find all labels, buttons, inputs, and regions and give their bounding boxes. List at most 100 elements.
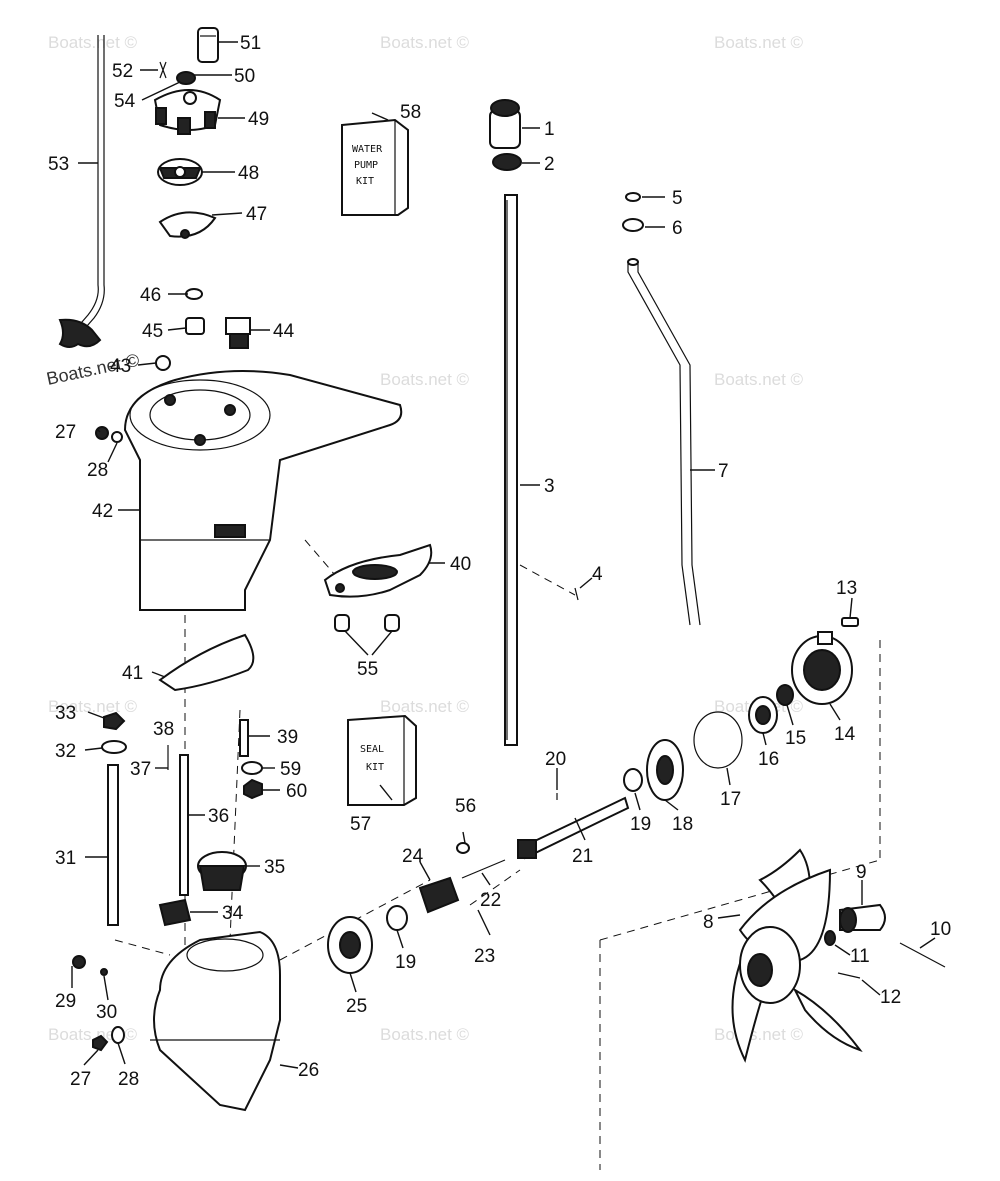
- callout-32: 32: [55, 741, 76, 762]
- callout-27: 27: [70, 1069, 91, 1090]
- callout-20: 20: [545, 749, 566, 770]
- kit-label-line: WATER: [352, 144, 383, 155]
- callout-35: 35: [264, 857, 285, 878]
- water-pump-kit-58: WATER PUMP KIT: [341, 118, 409, 216]
- callout-58: 58: [400, 102, 421, 123]
- callout-numbers: 51 52 50 54 49 48 47 46 45 44 43 53 27 2…: [48, 33, 951, 1090]
- callout-52: 52: [112, 61, 133, 82]
- callout-60: 60: [286, 781, 307, 802]
- screw-13: [841, 617, 859, 627]
- callout-44: 44: [273, 321, 295, 342]
- callout-28: 28: [118, 1069, 139, 1090]
- gasket-41: [158, 633, 255, 692]
- nut-27: [95, 426, 109, 440]
- grommet-1: [489, 99, 521, 149]
- clip-52: [159, 61, 167, 79]
- gear-35: [197, 851, 247, 891]
- callout-25: 25: [346, 996, 367, 1017]
- callout-7: 7: [718, 461, 729, 482]
- cone-9: [839, 903, 886, 933]
- nut-46: [185, 288, 203, 300]
- callout-42: 42: [92, 501, 113, 522]
- watermark: Boats.net ©: [714, 370, 804, 389]
- washer-28: [111, 1026, 125, 1044]
- propeller-shaft-21: [517, 796, 630, 860]
- callout-57: 57: [350, 814, 371, 835]
- callout-15: 15: [785, 728, 806, 749]
- kit-label-line: KIT: [366, 762, 384, 773]
- callout-22: 22: [480, 890, 501, 911]
- callout-5: 5: [672, 188, 683, 209]
- callout-37: 37: [130, 759, 151, 780]
- callout-59: 59: [280, 759, 301, 780]
- callout-17: 17: [720, 789, 741, 810]
- watermark: Boats.net ©: [714, 33, 804, 52]
- callout-49: 49: [248, 109, 269, 130]
- watermark: Boats.net ©: [48, 697, 138, 716]
- driveshaft-3: [504, 194, 518, 746]
- callout-50: 50: [234, 66, 255, 87]
- callout-41: 41: [122, 663, 143, 684]
- callout-48: 48: [238, 163, 259, 184]
- callout-45: 45: [142, 321, 163, 342]
- callout-53: 53: [48, 154, 69, 175]
- nut-27: [92, 1034, 109, 1052]
- gear-25: [327, 916, 373, 974]
- driveshaft-housing-42: [123, 370, 403, 611]
- watermark: Boats.net ©: [48, 33, 138, 52]
- callout-26: 26: [298, 1060, 319, 1081]
- callout-1: 1: [544, 119, 555, 140]
- screw-29: [72, 955, 86, 969]
- shift-rod-7: [627, 258, 701, 626]
- pump-housing-49: [153, 89, 222, 135]
- seal-15: [776, 684, 794, 706]
- washer-32: [101, 740, 127, 754]
- stud-31: [107, 764, 119, 926]
- callout-13: 13: [836, 578, 857, 599]
- callout-12: 12: [880, 987, 901, 1008]
- callout-11: 11: [850, 946, 870, 967]
- callout-47: 47: [246, 204, 267, 225]
- callout-51: 51: [240, 33, 261, 54]
- washer-11: [824, 930, 836, 946]
- part-45: [185, 317, 205, 335]
- part-30: [100, 968, 108, 976]
- callout-46: 46: [140, 285, 161, 306]
- callout-19: 19: [630, 814, 651, 835]
- seal-2: [492, 153, 522, 171]
- kit-label-line: KIT: [356, 176, 374, 187]
- watermark: Boats.net ©: [380, 33, 470, 52]
- callout-39: 39: [277, 727, 298, 748]
- callout-3: 3: [544, 476, 555, 497]
- callout-36: 36: [208, 806, 229, 827]
- washer-6: [622, 218, 644, 232]
- leader-lines: [71, 41, 936, 1069]
- callout-6: 6: [672, 218, 683, 239]
- callout-23: 23: [474, 946, 495, 967]
- callout-56: 56: [455, 796, 476, 817]
- watermark: Boats.net ©: [380, 370, 470, 389]
- impeller-48: [157, 158, 203, 186]
- screws-55: [334, 614, 400, 632]
- callout-2: 2: [544, 154, 555, 175]
- watermark: Boats.net ©: [714, 1025, 804, 1044]
- clutch-dog-24: [418, 876, 460, 914]
- water-tube-51: [197, 27, 219, 63]
- bearing-16: [748, 696, 778, 734]
- washer-59: [241, 761, 263, 775]
- watermark: Boats.net ©: [380, 697, 470, 716]
- seal-kit-57: SEAL KIT: [347, 714, 417, 806]
- callout-21: 21: [572, 846, 593, 867]
- kit-label-line: PUMP: [354, 160, 378, 171]
- plate-47: [158, 211, 217, 239]
- bearing-carrier-14: [791, 631, 853, 705]
- nut-33: [103, 711, 126, 731]
- clutch-34: [158, 898, 192, 927]
- nut-60: [243, 778, 263, 800]
- callout-28: 28: [87, 460, 108, 481]
- block-44: [225, 317, 251, 349]
- callout-55: 55: [357, 659, 378, 680]
- anode-plate-40: [323, 543, 433, 598]
- pin-39: [239, 719, 249, 757]
- callout-54: 54: [114, 91, 136, 112]
